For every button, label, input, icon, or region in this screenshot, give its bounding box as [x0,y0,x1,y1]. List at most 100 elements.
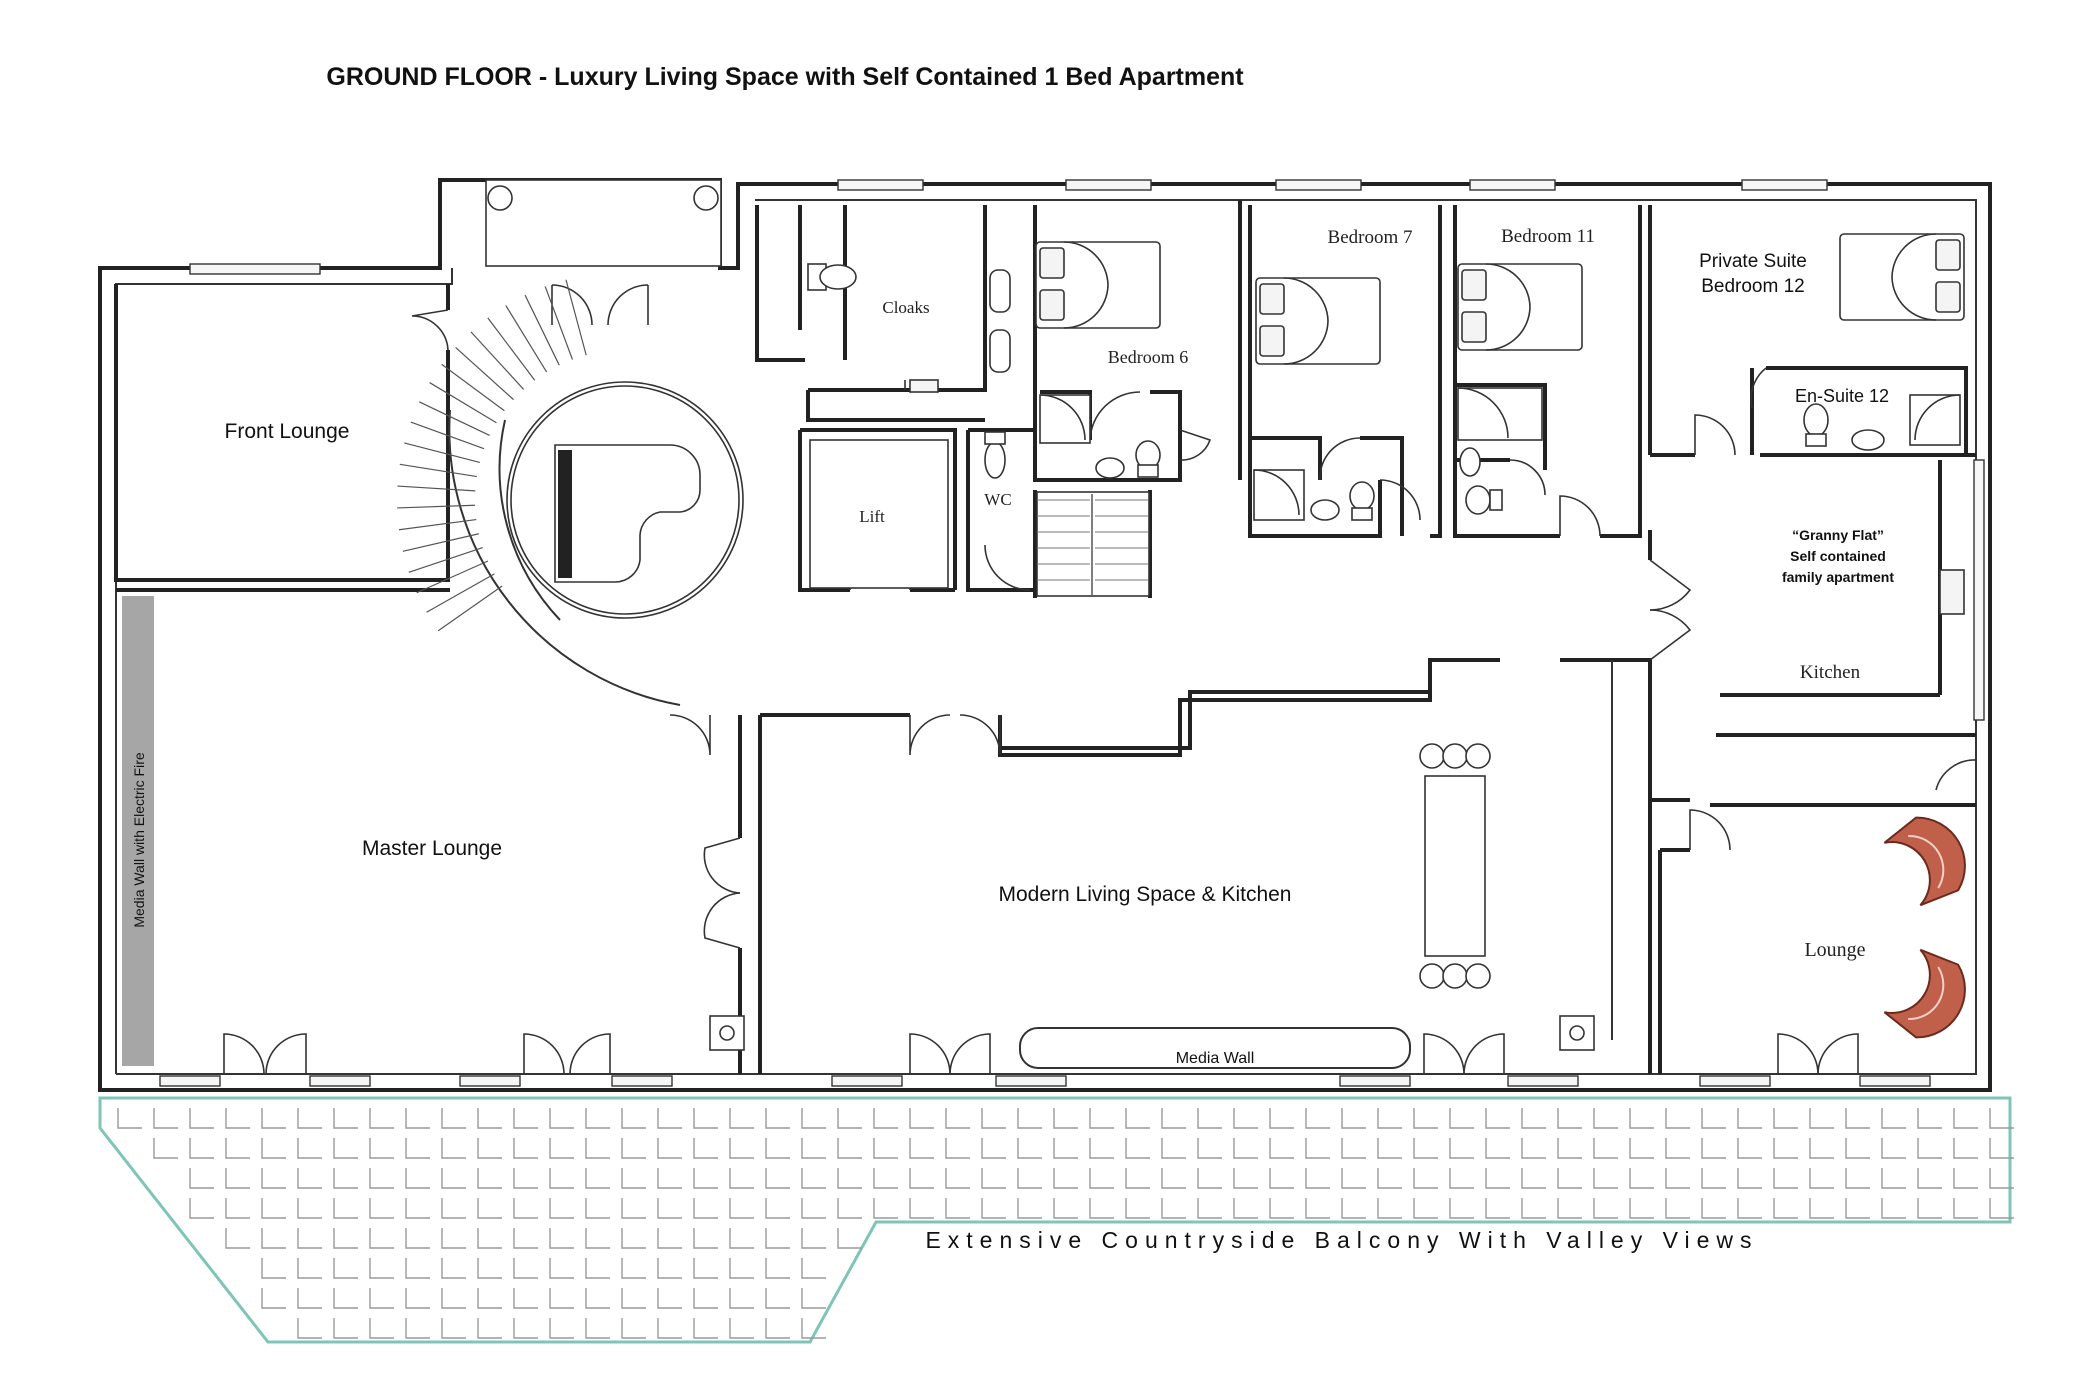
bed-icon [1035,241,1161,329]
paving-tile [1773,1198,1798,1219]
toilet-icon [819,264,857,290]
paving-tile [1197,1198,1222,1219]
paving-tile [1449,1138,1474,1159]
paving-tile [693,1168,718,1189]
paving-tile [1017,1138,1042,1159]
paving-tile [405,1258,430,1279]
paving-tile [1089,1108,1114,1129]
paving-tile [693,1198,718,1219]
paving-tile [1701,1108,1726,1129]
paving-tile [765,1198,790,1219]
paving-tile [297,1318,322,1339]
paving-tile [1665,1108,1690,1129]
paving-tile [1593,1138,1618,1159]
paving-tile [153,1108,178,1129]
paving-tile [441,1288,466,1309]
paving-tile [945,1138,970,1159]
room-label-family-apartment: family apartment [1782,569,1894,585]
paving-tile [657,1198,682,1219]
paving-tile [117,1108,142,1129]
paving-tile [729,1138,754,1159]
paving-tile [441,1258,466,1279]
paving-tile [549,1288,574,1309]
paving-tile [1053,1168,1078,1189]
paving-tile [1809,1138,1834,1159]
paving-tile [1341,1138,1366,1159]
paving-tile [909,1138,934,1159]
paving-tile [1161,1198,1186,1219]
paving-tile [477,1318,502,1339]
paving-tile [1737,1168,1762,1189]
paving-tile [981,1108,1006,1129]
paving-tile [585,1288,610,1309]
stair-tread [487,317,536,381]
paving-tile [1161,1138,1186,1159]
paving-tile [693,1258,718,1279]
paving-tile [1377,1168,1402,1189]
paving-tile [1449,1198,1474,1219]
paving-tile [1053,1108,1078,1129]
paving-tile [1377,1138,1402,1159]
paving-tile [369,1138,394,1159]
paving-tile [693,1228,718,1249]
paving-tile [1845,1108,1870,1129]
paving-tile [693,1108,718,1129]
paving-tile [1809,1168,1834,1189]
paving-tile [1053,1198,1078,1219]
paving-tile [729,1198,754,1219]
paving-tile [369,1258,394,1279]
paving-tile [1233,1108,1258,1129]
room-label-cloaks: Cloaks [882,298,929,317]
room-label-lift: Lift [859,507,885,526]
room-label-en-suite-12: En-Suite 12 [1795,386,1889,406]
paving-tile [729,1168,754,1189]
paving-tile [1809,1108,1834,1129]
paving-tile [945,1198,970,1219]
room-label-master-lounge: Master Lounge [362,837,502,860]
paving-tile [1485,1108,1510,1129]
paving-tile [1737,1198,1762,1219]
paving-tile [1017,1168,1042,1189]
paving-tile [513,1258,538,1279]
paving-tile [1629,1198,1654,1219]
paving-tile [549,1168,574,1189]
room-labels: Front Lounge Master Lounge Media Wall wi… [131,226,1894,1067]
paving-tile [1737,1108,1762,1129]
dining-table [1424,775,1486,957]
fixtures [122,233,1966,1069]
paving-tile [1557,1108,1582,1129]
paving-tile [801,1318,826,1339]
paving-tile [657,1288,682,1309]
toilet-icon [984,441,1006,479]
paving-tile [297,1258,322,1279]
paving-tile [189,1168,214,1189]
paving-tile [1413,1168,1438,1189]
paving-tile [477,1138,502,1159]
paving-tile [549,1318,574,1339]
paving-tile [1485,1138,1510,1159]
paving-tile [585,1108,610,1129]
paving-tile [441,1228,466,1249]
balcony-tiles [117,1108,2014,1339]
paving-tile [1953,1198,1978,1219]
paving-tile [261,1288,286,1309]
paving-tile [1269,1168,1294,1189]
paving-tile [225,1168,250,1189]
stair-tread [410,421,485,450]
paving-tile [621,1228,646,1249]
balcony: Extensive Countryside Balcony With Valle… [98,1096,2014,1344]
paving-tile [225,1198,250,1219]
stair-tread [426,573,495,613]
paving-tile [1233,1168,1258,1189]
bed-icon [1457,263,1583,351]
paving-tile [801,1108,826,1129]
paving-tile [333,1318,358,1339]
paving-tile [405,1288,430,1309]
stair-tread [524,294,560,366]
paving-tile [261,1258,286,1279]
paving-tile [873,1138,898,1159]
paving-tile [765,1168,790,1189]
paving-tile [1773,1138,1798,1159]
entry-stoop [485,179,722,267]
